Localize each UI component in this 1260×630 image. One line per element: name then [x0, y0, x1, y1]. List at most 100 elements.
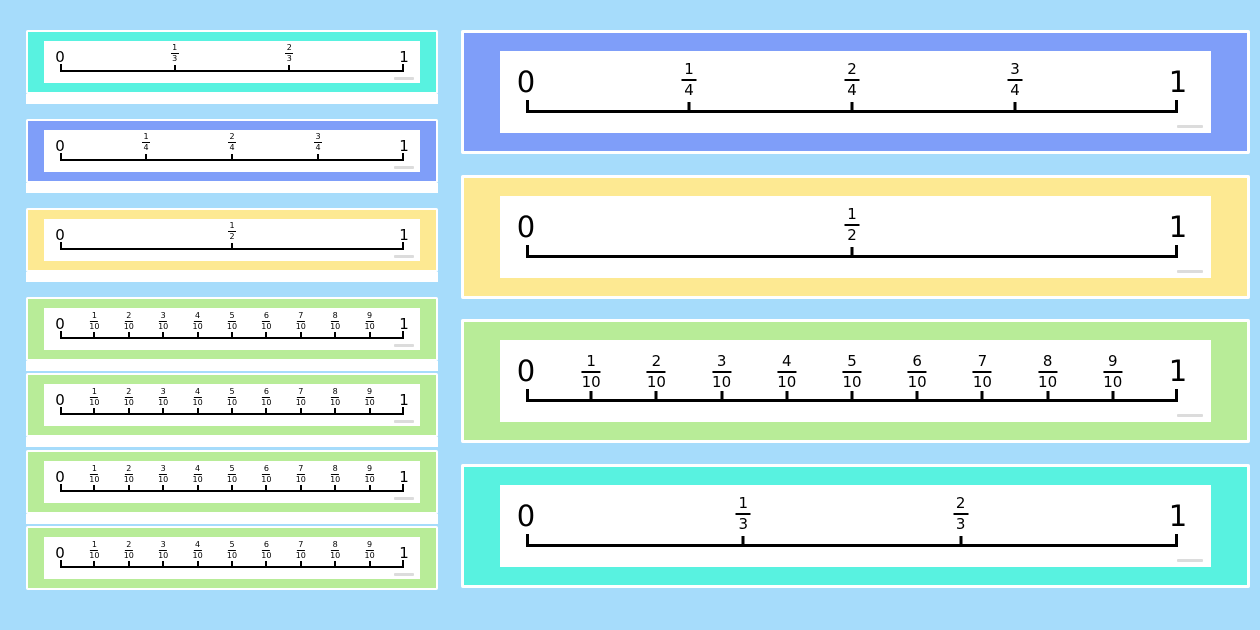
- fraction-denominator: 10: [261, 475, 272, 484]
- fraction-numerator: 1: [586, 352, 596, 370]
- start-label: 0: [55, 226, 65, 244]
- start-tick: [526, 534, 529, 544]
- fraction-denominator: 10: [907, 373, 927, 391]
- fraction-denominator: 10: [158, 398, 169, 407]
- number-line-tick: [334, 485, 337, 492]
- fraction-bar: [296, 321, 305, 322]
- fraction-bar: [90, 550, 99, 551]
- end-tick: [402, 407, 404, 413]
- fraction-bar: [296, 397, 305, 398]
- fraction-denominator: 10: [158, 475, 169, 484]
- fraction-denominator: 2: [847, 226, 857, 244]
- fraction-numerator: 7: [298, 540, 304, 549]
- fraction-numerator: 4: [195, 387, 201, 396]
- fraction-denominator: 10: [364, 475, 375, 484]
- fraction-bar: [296, 474, 305, 475]
- number-line-tick: [231, 243, 233, 250]
- fraction-denominator: 10: [261, 551, 272, 560]
- number-line-tick: [265, 332, 268, 339]
- number-line-axis: [526, 544, 1178, 547]
- end-tick: [1175, 100, 1178, 110]
- fraction-bar: [262, 474, 271, 475]
- fraction-numerator: 3: [160, 540, 166, 549]
- watermark-logo: [1177, 270, 1203, 273]
- fraction-denominator: 10: [295, 475, 306, 484]
- end-tick: [1175, 389, 1178, 399]
- fraction-denominator: 10: [364, 551, 375, 560]
- start-tick: [60, 153, 62, 159]
- fraction-bar: [365, 474, 374, 475]
- fraction-numerator: 1: [91, 311, 97, 320]
- number-line-tick: [265, 561, 268, 568]
- page-edge: [26, 437, 438, 447]
- page-edge: [26, 272, 438, 282]
- start-tick: [526, 245, 529, 255]
- fraction-bar: [365, 397, 374, 398]
- number-line-tick: [196, 332, 199, 339]
- fraction-denominator: 10: [712, 373, 732, 391]
- watermark-logo: [394, 77, 414, 80]
- fraction-numerator: 1: [229, 221, 235, 230]
- number-line-tick: [334, 408, 337, 415]
- fraction-numerator: 3: [315, 132, 321, 141]
- fraction-denominator: 10: [123, 322, 134, 331]
- start-label: 0: [55, 544, 65, 562]
- fraction-numerator: 1: [91, 464, 97, 473]
- number-line-tick: [368, 332, 371, 339]
- number-line-tick: [589, 391, 593, 402]
- fraction-denominator: 10: [295, 551, 306, 560]
- number-line-tick: [127, 408, 130, 415]
- fraction-denominator: 10: [777, 373, 797, 391]
- start-label: 0: [55, 48, 65, 66]
- end-tick: [402, 64, 404, 70]
- start-tick: [60, 484, 62, 490]
- number-line-tick: [162, 561, 165, 568]
- fraction-bar: [170, 53, 179, 54]
- number-line-tick: [915, 391, 919, 402]
- fraction-denominator: 10: [1038, 373, 1058, 391]
- number-line-tick: [850, 391, 854, 402]
- fraction-numerator: 1: [143, 132, 149, 141]
- page-edge: [26, 361, 438, 371]
- fraction-denominator: 10: [226, 475, 238, 484]
- fraction-denominator: 10: [123, 475, 134, 484]
- number-line-tick: [162, 485, 165, 492]
- fraction-bar: [972, 371, 992, 373]
- watermark-logo: [394, 255, 414, 258]
- end-tick: [402, 484, 404, 490]
- fraction-bar: [228, 321, 236, 322]
- number-line-tick: [173, 65, 176, 72]
- number-line-tick: [368, 408, 371, 415]
- number-line-axis: [60, 70, 404, 72]
- fraction-bar: [777, 371, 797, 373]
- fraction-bar: [365, 321, 374, 322]
- fraction-numerator: 1: [91, 387, 97, 396]
- fraction-bar: [331, 550, 340, 551]
- number-line-tick: [654, 391, 658, 402]
- number-line-tick: [299, 561, 302, 568]
- fraction-denominator: 10: [123, 551, 134, 560]
- fraction-bar: [262, 397, 271, 398]
- number-line-tick: [368, 485, 371, 492]
- watermark-logo: [394, 497, 414, 500]
- fraction-numerator: 8: [332, 387, 338, 396]
- fraction-numerator: 1: [738, 494, 749, 512]
- fraction-bar: [159, 474, 168, 475]
